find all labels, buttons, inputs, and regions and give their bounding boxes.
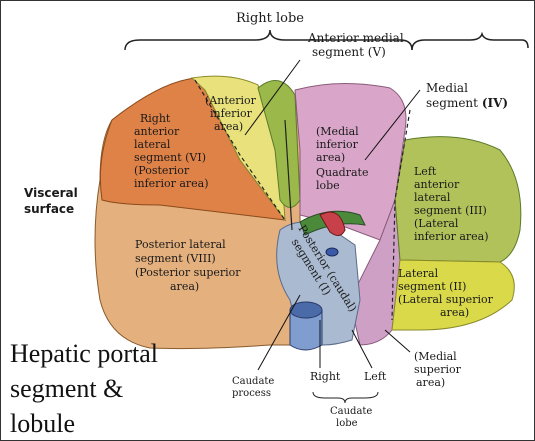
medial-superior-text: (Medial superior area): [414, 350, 462, 389]
caption-line-1: Hepatic portal: [10, 336, 210, 371]
svg-text:(Medial: (Medial: [316, 125, 359, 138]
svg-text:inferior: inferior: [316, 138, 359, 151]
svg-text:(Lateral: (Lateral: [414, 217, 459, 230]
svg-text:area): area): [316, 151, 345, 164]
svg-text:Right: Right: [140, 112, 171, 125]
svg-text:(Lateral superior: (Lateral superior: [398, 293, 494, 306]
svg-text:superior: superior: [414, 363, 462, 376]
svg-text:Posterior lateral: Posterior lateral: [135, 238, 226, 251]
svg-text:area): area): [416, 376, 445, 389]
leader-medial-superior: [385, 330, 410, 352]
svg-text:Lateral: Lateral: [398, 267, 439, 280]
caudate-lobe-text: Caudate lobe: [330, 406, 372, 429]
svg-text:segment (VIII): segment (VIII): [135, 252, 216, 265]
caption: Hepatic portal segment & lobule: [10, 336, 210, 441]
svg-text:anterior: anterior: [134, 125, 180, 138]
svg-text:segment (VI): segment (VI): [134, 151, 206, 164]
medial-segment-label-1: Medial: [426, 81, 468, 95]
bile-duct: [326, 248, 338, 256]
svg-text:area): area): [170, 280, 199, 293]
left-label: Left: [364, 370, 387, 383]
anterior-medial-label-1: Anterior medial: [307, 31, 404, 45]
svg-text:process: process: [232, 388, 271, 399]
svg-text:Caudate: Caudate: [330, 406, 372, 417]
svg-text:anterior: anterior: [414, 178, 460, 191]
svg-text:Quadrate: Quadrate: [316, 166, 368, 179]
svg-text:lateral: lateral: [414, 191, 451, 204]
caudate-brace: [313, 392, 378, 403]
left-lobe-brace: [412, 34, 528, 50]
svg-text:lateral: lateral: [134, 138, 171, 151]
svg-text:Left: Left: [414, 165, 437, 178]
svg-text:(Medial: (Medial: [414, 350, 457, 363]
caption-line-3: lobule: [10, 406, 210, 441]
caption-line-2: segment &: [10, 371, 210, 406]
svg-text:area): area): [440, 306, 469, 319]
caudate-process-text: Caudate process: [232, 376, 274, 399]
svg-text:area): area): [214, 120, 243, 133]
svg-text:(Anterior: (Anterior: [205, 94, 257, 107]
svg-text:inferior: inferior: [210, 107, 253, 120]
svg-text:inferior area): inferior area): [414, 230, 489, 243]
medial-segment-label-2: segment (IV): [426, 96, 508, 110]
svg-text:segment (II): segment (II): [398, 280, 466, 293]
svg-text:Caudate: Caudate: [232, 376, 274, 387]
svg-text:lobe: lobe: [316, 179, 340, 192]
visceral-label-2: surface: [24, 202, 74, 216]
right-label: Right: [310, 370, 341, 383]
visceral-label-1: Visceral: [24, 186, 78, 200]
svg-text:lobe: lobe: [336, 418, 358, 429]
svg-text:inferior area): inferior area): [134, 177, 209, 190]
svg-text:segment (III): segment (III): [414, 204, 487, 217]
svg-text:(Posterior superior: (Posterior superior: [135, 266, 241, 279]
anterior-medial-label-2: segment (V): [312, 45, 386, 59]
svg-text:(Posterior: (Posterior: [134, 164, 190, 177]
right-lobe-label: Right lobe: [236, 11, 304, 26]
